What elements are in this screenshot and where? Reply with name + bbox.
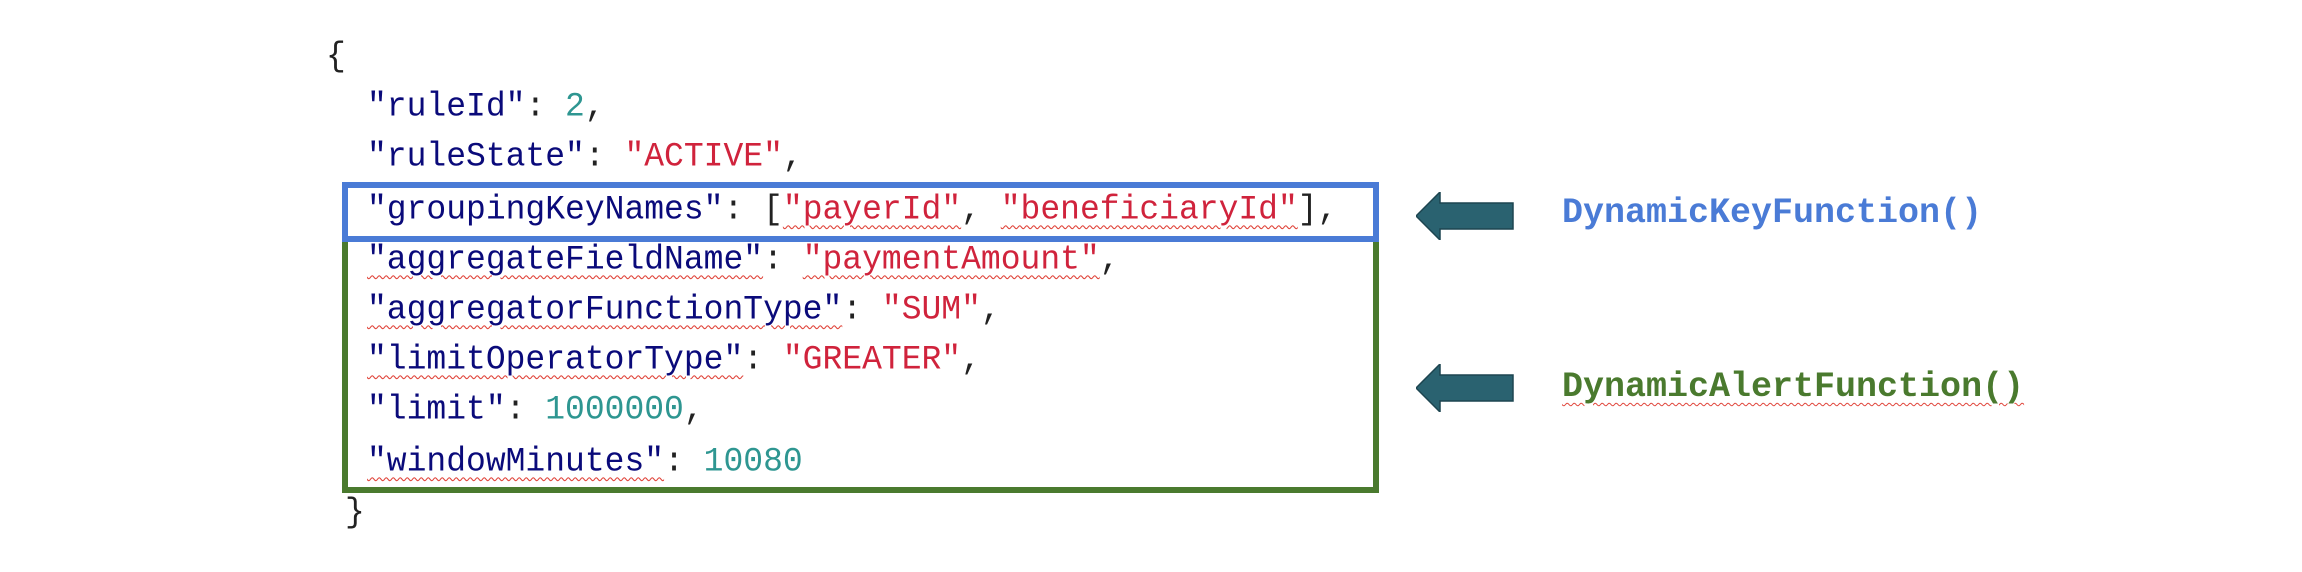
comma: , <box>782 137 803 176</box>
line-windowMinutes: "windowMinutes": 10080 <box>367 441 803 483</box>
dynamic-alert-function-label: DynamicAlertFunction() <box>1562 367 2025 407</box>
json-key: "groupingKeyNames" <box>367 190 724 229</box>
colon: : <box>584 137 625 176</box>
json-string: "payerId" <box>782 190 962 229</box>
colon: : <box>743 340 783 379</box>
close-brace: } <box>345 493 365 532</box>
left-arrow-icon <box>1416 192 1514 240</box>
colon: : <box>763 240 803 279</box>
json-number: 10080 <box>703 442 803 481</box>
json-string: "SUM" <box>881 290 981 329</box>
json-string: "paymentAmount" <box>802 240 1100 279</box>
json-key: "ruleId" <box>367 87 526 126</box>
line-ruleId: "ruleId": 2, <box>367 86 605 128</box>
colon: : <box>723 190 764 229</box>
line-aggregateFieldName: "aggregateFieldName": "paymentAmount", <box>367 239 1120 281</box>
dynamic-key-function-label: DynamicKeyFunction() <box>1562 193 1983 233</box>
json-string: "ACTIVE" <box>624 137 783 176</box>
comma: , <box>961 190 1001 229</box>
json-number: 2 <box>565 87 585 126</box>
line-ruleState: "ruleState": "ACTIVE", <box>367 136 803 178</box>
json-key: "windowMinutes" <box>367 442 665 481</box>
json-key: "aggregatorFunctionType" <box>367 290 843 329</box>
line-limitOperatorType: "limitOperatorType": "GREATER", <box>367 339 981 381</box>
left-arrow-icon <box>1416 364 1514 412</box>
colon: : <box>525 87 566 126</box>
bracket-open: [ <box>763 190 783 229</box>
key-function-box <box>342 182 1379 242</box>
json-string: "GREATER" <box>782 340 962 379</box>
comma: , <box>980 290 1001 329</box>
line-limit: "limit": 1000000, <box>367 389 704 431</box>
json-key: "aggregateFieldName" <box>367 240 764 279</box>
colon: : <box>664 442 704 481</box>
comma: , <box>683 390 704 429</box>
line-aggregatorFunctionType: "aggregatorFunctionType": "SUM", <box>367 289 1001 331</box>
comma: , <box>961 340 981 379</box>
json-key: "ruleState" <box>367 137 585 176</box>
comma: , <box>1099 240 1120 279</box>
colon: : <box>842 290 882 329</box>
line-groupingKeyNames: "groupingKeyNames": ["payerId", "benefic… <box>367 189 1337 231</box>
json-key: "limit" <box>367 390 506 429</box>
json-number: 1000000 <box>545 390 684 429</box>
bracket-close: ], <box>1297 190 1338 229</box>
json-key: "limitOperatorType" <box>367 340 744 379</box>
colon: : <box>505 390 546 429</box>
json-string: "beneficiaryId" <box>1000 190 1298 229</box>
comma: , <box>584 87 605 126</box>
open-brace: { <box>326 37 346 76</box>
